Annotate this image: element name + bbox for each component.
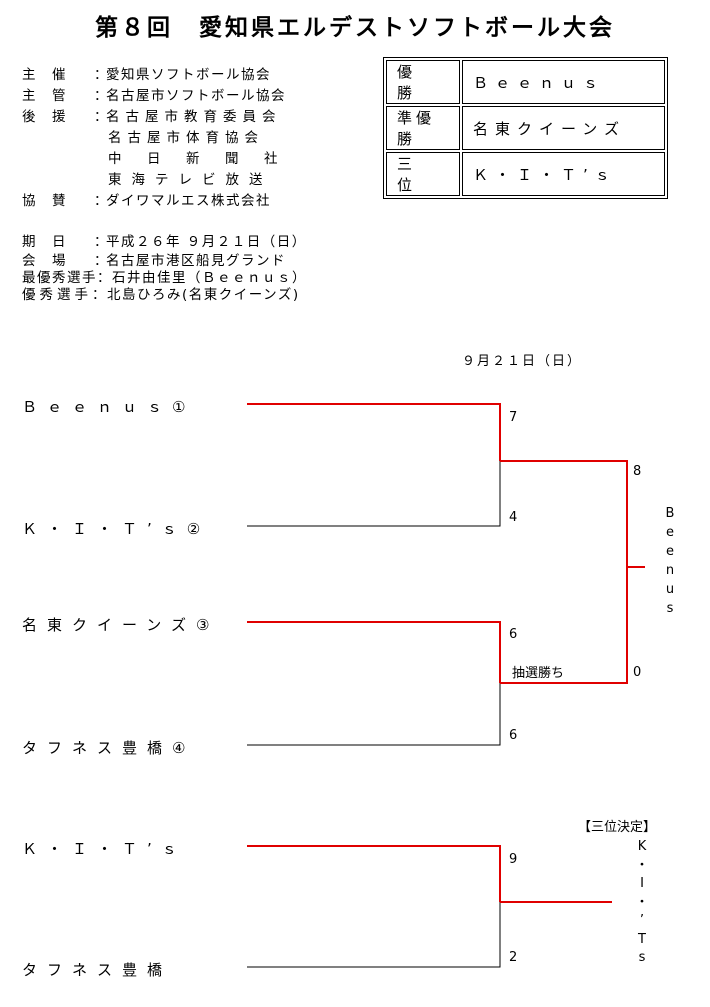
team-meito: 名東クイーンズ③: [22, 616, 220, 634]
third-team-kits: Ｋ・Ｉ・Ｔ’ｓ: [22, 840, 187, 858]
team-beenus: Ｂｅｅｎｕｓ①: [22, 398, 196, 416]
score-semi1-bottom: 4: [509, 510, 518, 525]
rank-cell: 準優勝: [386, 106, 460, 150]
score-semi1-top: 7: [509, 410, 518, 425]
team-cell: Ｋ・Ｉ・Ｔ’ｓ: [462, 152, 665, 196]
sponsor-row: 協 賛：ダイワマルエス株式会社: [22, 193, 271, 209]
result-row-runner-up: 準優勝 名東クイーンズ: [386, 106, 665, 150]
support-row-3: 中 日 新 聞 社: [108, 151, 284, 167]
line-semi1-winner: [500, 460, 628, 567]
team-kits: Ｋ・Ｉ・Ｔ’ｓ②: [22, 520, 211, 538]
venue-row: 会 場：名古屋市港区船見グランド: [22, 253, 286, 269]
line-third-kits: [247, 845, 501, 902]
rank-cell: 三 位: [386, 152, 460, 196]
date-row: 期 日：平成２６年 ９月２１日（日）: [22, 234, 307, 250]
score-third-top: 9: [509, 852, 518, 867]
result-row-champion: 優 勝 Ｂｅｅｎｕｓ: [386, 60, 665, 104]
line-beenus: [247, 403, 501, 461]
results-table: 優 勝 Ｂｅｅｎｕｓ 準優勝 名東クイーンズ 三 位 Ｋ・Ｉ・Ｔ’ｓ: [383, 57, 668, 199]
third-winner-vertical: K ・ I ・ ’ T s: [635, 839, 649, 965]
score-final-top: 8: [633, 464, 642, 479]
score-final-bottom: 0: [633, 665, 642, 680]
team-cell: Ｂｅｅｎｕｓ: [462, 60, 665, 104]
score-third-bottom: 2: [509, 950, 518, 965]
third-team-tafness: タフネス豊橋: [22, 961, 173, 979]
organizer-row: 主 催：愛知県ソフトボール協会: [22, 67, 271, 83]
score-semi2-bottom: 6: [509, 728, 518, 743]
third-place-label: 【三位決定】: [578, 820, 657, 835]
team-tafness: タフネス豊橋④: [22, 739, 196, 757]
champion-vertical: B e e n u s: [665, 506, 675, 616]
line-meito: [247, 621, 501, 683]
support-row: 後 援：名古屋市教育委員会: [22, 109, 282, 125]
support-row-2: 名古屋市体育協会: [108, 130, 264, 146]
line-tafness: [247, 683, 501, 746]
mvp-row: 最優秀選手：石井由佳里（Ｂｅｅｎｕｓ）: [22, 270, 307, 286]
page-title: 第８回 愛知県エルデストソフトボール大会: [95, 15, 615, 41]
excellent-row: 優秀選手：北島ひろみ(名東クイーンズ): [22, 287, 300, 303]
tournament-info: 主 催：愛知県ソフトボール協会 主 管：名古屋市ソフトボール協会 後 援：名古屋…: [22, 65, 307, 304]
line-kits: [247, 461, 501, 527]
lottery-note: 抽選勝ち: [512, 666, 565, 681]
manager-row: 主 管：名古屋市ソフトボール協会: [22, 88, 286, 104]
line-third-tafness: [247, 902, 501, 968]
score-semi2-top: 6: [509, 627, 518, 642]
team-cell: 名東クイーンズ: [462, 106, 665, 150]
result-row-third: 三 位 Ｋ・Ｉ・Ｔ’ｓ: [386, 152, 665, 196]
support-row-4: 東海テレビ放送: [108, 172, 273, 188]
rank-cell: 優 勝: [386, 60, 460, 104]
line-semi2-winner: [500, 567, 628, 684]
bracket-date: ９月２１日（日）: [462, 354, 583, 369]
